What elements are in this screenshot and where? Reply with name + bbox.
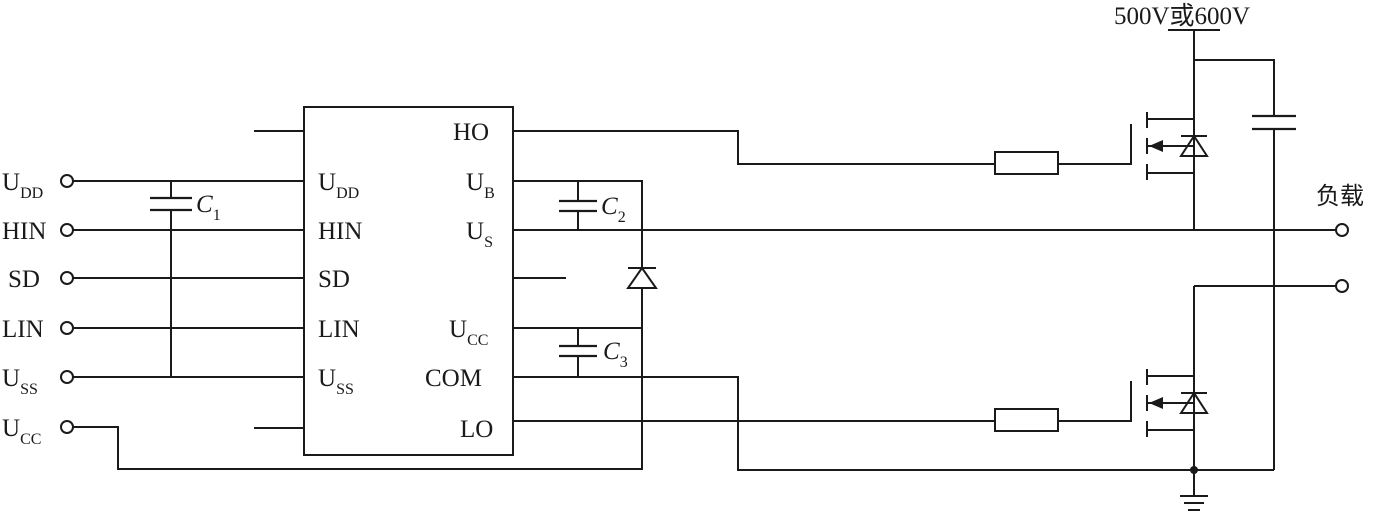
pin-label-uss: USS: [318, 365, 354, 398]
terminal-udd[interactable]: [60, 174, 74, 188]
input-label-hin: HIN: [2, 218, 46, 245]
wire-ho: [513, 130, 995, 165]
terminal-lin[interactable]: [60, 321, 74, 335]
capacitor-c1: [150, 181, 192, 377]
pin-label-ub: UB: [466, 169, 495, 202]
pin-label-lin: LIN: [318, 316, 360, 343]
pin-label-sd: SD: [318, 266, 350, 293]
capacitor-label-c1: C1: [196, 191, 221, 224]
input-terminals: [60, 174, 74, 434]
pin-label-udd: UDD: [318, 169, 359, 202]
pin-label-hin: HIN: [318, 218, 362, 245]
pin-label-ucc: UCC: [449, 316, 488, 349]
load-terminal-bottom[interactable]: [1335, 279, 1349, 293]
capacitor-c2: [559, 181, 597, 230]
input-label-ucc: UCC: [2, 415, 41, 448]
terminal-ucc[interactable]: [60, 420, 74, 434]
wire-ucc-loop: [73, 328, 643, 470]
capacitor-label-c2: C2: [601, 193, 626, 226]
supply-rail-right: [1194, 59, 1275, 116]
bootstrap-diode: [626, 266, 658, 289]
input-label-sd: SD: [8, 266, 40, 293]
load-label: 负载: [1316, 182, 1364, 210]
wire-gate-low: [1058, 381, 1132, 422]
ground-symbol: [1180, 495, 1208, 511]
terminal-hin[interactable]: [60, 223, 74, 237]
capacitor-label-c3: C3: [603, 338, 628, 371]
pin-label-us: US: [466, 218, 493, 251]
capacitor-c3: [559, 328, 597, 377]
input-label-lin: LIN: [2, 316, 44, 343]
mosfet-low-side: [1130, 286, 1209, 496]
dc-link-capacitor: [1252, 114, 1296, 470]
pin-label-com: COM: [425, 365, 482, 392]
mosfet-high-side: [1130, 60, 1209, 230]
pin-label-ho: HO: [453, 119, 489, 146]
ground-junction-dot: [1190, 466, 1198, 474]
pin-label-lo: LO: [460, 416, 493, 443]
terminal-sd[interactable]: [60, 271, 74, 285]
input-label-uss: USS: [2, 365, 38, 398]
wire-gate-high: [1058, 124, 1132, 165]
load-terminal-top[interactable]: [1335, 223, 1349, 237]
terminal-uss[interactable]: [60, 370, 74, 384]
input-label-udd: UDD: [2, 169, 43, 202]
supply-voltage-label: 500V或600V: [1114, 2, 1250, 30]
wire-ub: [513, 180, 643, 268]
driver-ic-body: [303, 106, 514, 456]
gate-resistor-high: [994, 151, 1059, 175]
gate-resistor-low: [994, 408, 1059, 432]
wire-com: [513, 376, 1274, 471]
